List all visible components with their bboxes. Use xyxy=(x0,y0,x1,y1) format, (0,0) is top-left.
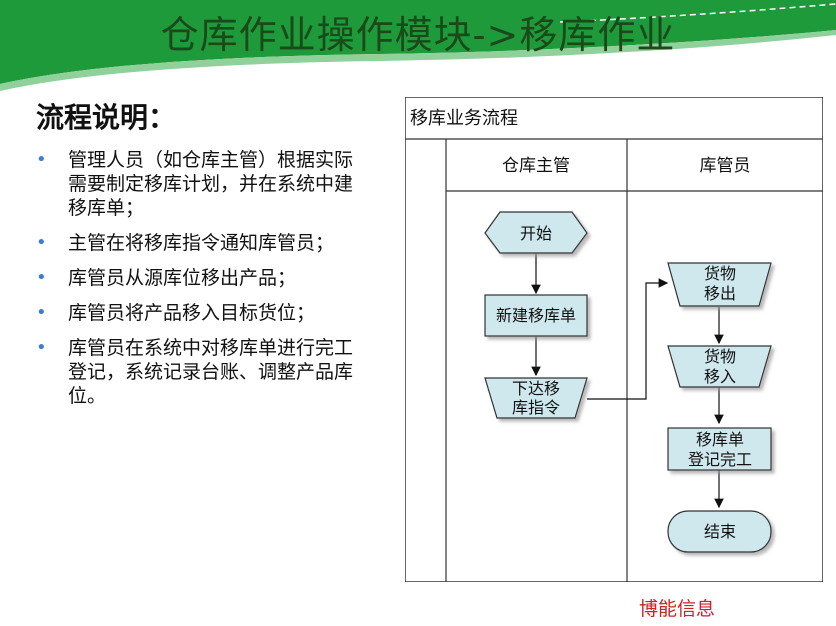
slide-title: 仓库作业操作模块->移库作业 xyxy=(160,13,676,57)
start-node xyxy=(484,211,588,254)
bullet-text: 库管员从源库位移出产品； xyxy=(68,267,297,289)
bullet-list: • 管理人员（如仓库主管）根据实际需要制定移库计划，并在系统中建移库单； • 主管在… xyxy=(36,148,366,419)
flowchart-title: 移库业务流程 xyxy=(410,108,518,129)
flowchart-frame xyxy=(405,97,823,582)
list-item: • 管理人员（如仓库主管）根据实际需要制定移库计划，并在系统中建移库单； xyxy=(36,148,366,220)
bullet-text: 主管在将移库指令通知库管员； xyxy=(68,232,335,254)
bullet-text: 库管员将产品移入目标货位； xyxy=(68,302,316,324)
header-banner xyxy=(0,0,836,93)
end-node xyxy=(667,510,772,553)
start-node-label: 开始 xyxy=(520,224,552,243)
list-item: • 库管员在系统中对移库单进行完工登记，系统记录台账、调整产品库位。 xyxy=(36,336,366,408)
bullet-text: 管理人员（如仓库主管）根据实际需要制定移库计划，并在系统中建移库单； xyxy=(68,149,354,219)
goods-out-label-line2: 移出 xyxy=(704,284,736,303)
goods-out-label-line1: 货物 xyxy=(704,264,736,283)
goods-in-label-line1: 货物 xyxy=(704,347,736,366)
bullet-icon: • xyxy=(36,267,47,288)
goods-out-node xyxy=(667,262,772,307)
create-order-label: 新建移库单 xyxy=(496,306,576,325)
watermark-text: 博能信息 xyxy=(639,598,716,620)
list-item: • 主管在将移库指令通知库管员； xyxy=(36,231,366,255)
section-heading: 流程说明： xyxy=(36,101,177,134)
register-complete-label-line1: 移库单 xyxy=(696,430,744,449)
list-item: • 库管员将产品移入目标货位； xyxy=(36,301,366,325)
bullet-icon: • xyxy=(36,232,47,253)
connector-arrow xyxy=(587,278,669,400)
bullet-icon: • xyxy=(36,302,47,323)
register-complete-label-line2: 登记完工 xyxy=(688,450,752,469)
flowchart: 移库业务流程 仓库主管 库管员 开始 新建移库单 下达移 库指令 货物 移出 货… xyxy=(405,97,823,582)
bullet-icon: • xyxy=(36,149,47,170)
bullet-text: 库管员在系统中对移库单进行完工登记，系统记录台账、调整产品库位。 xyxy=(68,337,354,407)
lane-header-supervisor: 仓库主管 xyxy=(502,156,570,176)
goods-in-node xyxy=(667,345,772,388)
goods-in-label-line2: 移入 xyxy=(704,367,736,386)
create-order-node xyxy=(484,294,588,337)
issue-instruction-node xyxy=(484,377,588,419)
issue-instruction-label-line2: 库指令 xyxy=(512,398,560,417)
list-item: • 库管员从源库位移出产品； xyxy=(36,266,366,290)
issue-instruction-label-line1: 下达移 xyxy=(512,379,560,398)
register-complete-node xyxy=(667,427,772,471)
lane-header-keeper: 库管员 xyxy=(700,156,751,176)
bullet-icon: • xyxy=(36,337,47,358)
end-node-label: 结束 xyxy=(704,522,736,541)
